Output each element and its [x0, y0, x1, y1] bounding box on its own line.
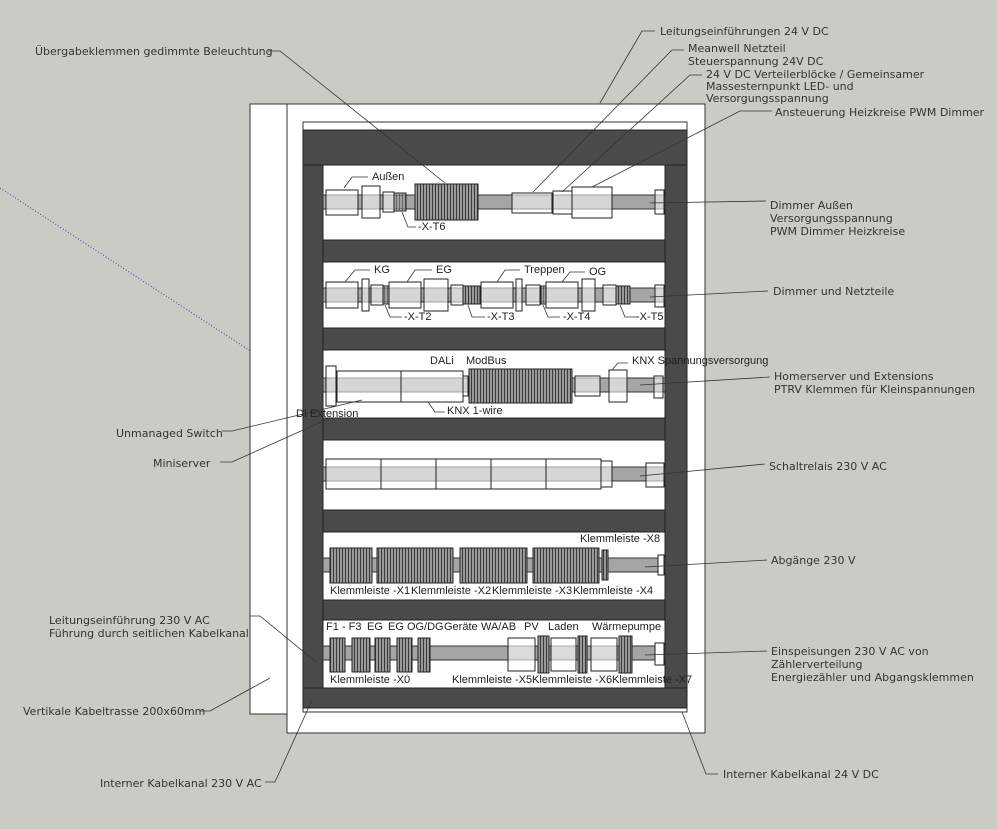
row2-label: OG [589, 266, 607, 278]
row5-label: Klemmleiste -X4 [573, 585, 654, 597]
row1-label: Außen [372, 171, 405, 183]
label-dimmer-netzteile: Dimmer und Netzteile [773, 285, 895, 298]
row2-label: -X-T2 [404, 311, 432, 323]
row6-label: EG OG/DG [388, 621, 444, 633]
row6-label: EG [367, 621, 383, 633]
row3-label: KNX 1-wire [447, 405, 503, 417]
row6-label: Klemmleiste -X0 [330, 674, 411, 686]
row2-components [325, 278, 665, 312]
label-line: PTRV Klemmen für Kleinspannungen [774, 383, 976, 396]
label-line: Versorgungsspannung [706, 91, 829, 105]
label-line: Steuerspannung 24V DC [688, 55, 824, 68]
row4-components [325, 458, 665, 490]
label-line: 24 V DC Verteilerblöcke / Gemeinsamer [706, 68, 925, 81]
row6-label: Wärmepumpe [592, 621, 662, 633]
row5-label: Klemmleiste -X3 [492, 585, 573, 597]
row3-label: ModBus [466, 355, 507, 367]
row3-components [325, 365, 664, 407]
label-interner-kabelkanal-230: Interner Kabelkanal 230 V AC [100, 777, 262, 790]
row6-label: Laden [548, 621, 579, 633]
label-leitungseinfuehrungen-24v: Leitungseinführungen 24 V DC [660, 25, 829, 38]
label-uebergabeklemmen: Übergabeklemmen gedimmte Beleuchtung [35, 45, 273, 58]
row2-label: -X-T3 [487, 311, 515, 323]
horizontal-ducts [322, 239, 666, 621]
cable-duct-24v [664, 164, 688, 689]
row5-label: Klemmleiste -X8 [580, 533, 661, 545]
row2-label: Treppen [524, 264, 565, 276]
row2-label: EG [436, 264, 452, 276]
row5-components [329, 547, 665, 584]
row2-label: -X-T5 [636, 311, 664, 323]
row3-label: DALi [430, 355, 454, 367]
label-line: Homerserver und Extensions [774, 370, 934, 383]
label-line: Dimmer Außen [770, 199, 853, 212]
row2-label: KG [374, 264, 390, 276]
label-line: Massesternpunkt LED- und [706, 79, 854, 93]
label-vertikale-kabeltrasse: Vertikale Kabeltrasse 200x60mm [23, 705, 206, 718]
label-line: Führung durch seitlichen Kabelkanal [49, 627, 249, 640]
row6-label: PV [524, 621, 539, 633]
vertical-cable-tray [249, 103, 291, 715]
row3-label: KNX Spannungsversorgung [632, 355, 769, 367]
top-cable-duct [302, 129, 688, 166]
row6-label: Klemmleiste -X5 [452, 674, 533, 686]
label-miniserver: Miniserver [153, 457, 211, 470]
label-line: Versorgungsspannung [770, 212, 893, 225]
label-line: Zählerverteilung [771, 658, 863, 671]
label-line: Energiezähler und Abgangsklemmen [771, 671, 974, 684]
row6-label: F1 - F3 [326, 621, 362, 633]
row5-label: Klemmleiste -X1 [330, 585, 411, 597]
row6-label: Klemmleiste -X6 [532, 674, 613, 686]
row1-label: -X-T6 [418, 221, 446, 233]
label-line: Leitungseinführung 230 V AC [49, 614, 210, 627]
row6-components [329, 635, 665, 674]
row6-label: Geräte [444, 621, 478, 633]
label-schaltrelais: Schaltrelais 230 V AC [769, 460, 887, 473]
row5-label: Klemmleiste -X2 [411, 585, 492, 597]
label-abgaenge: Abgänge 230 V [771, 554, 856, 567]
label-line: Einspeisungen 230 V AC von [771, 645, 929, 658]
row3-label: DI Extension [296, 408, 359, 420]
bottom-cable-duct [302, 687, 688, 709]
row2-label: -X-T4 [563, 311, 591, 323]
cable-duct-230v [302, 164, 324, 689]
leader-lines [200, 30, 772, 783]
row1-components [325, 183, 665, 221]
label-ansteuerung-heizkreise: Ansteuerung Heizkreise PWM Dimmer [775, 106, 985, 119]
label-line: Meanwell Netzteil [688, 42, 786, 55]
row6-label: WA/AB [481, 621, 517, 633]
label-unmanaged-switch: Unmanaged Switch [116, 427, 223, 440]
row6-label: Klemmleiste -X7 [612, 674, 693, 686]
label-line: PWM Dimmer Heizkreise [770, 225, 906, 238]
label-interner-kabelkanal-24: Interner Kabelkanal 24 V DC [723, 768, 879, 781]
blue-guide-line [0, 187, 253, 353]
